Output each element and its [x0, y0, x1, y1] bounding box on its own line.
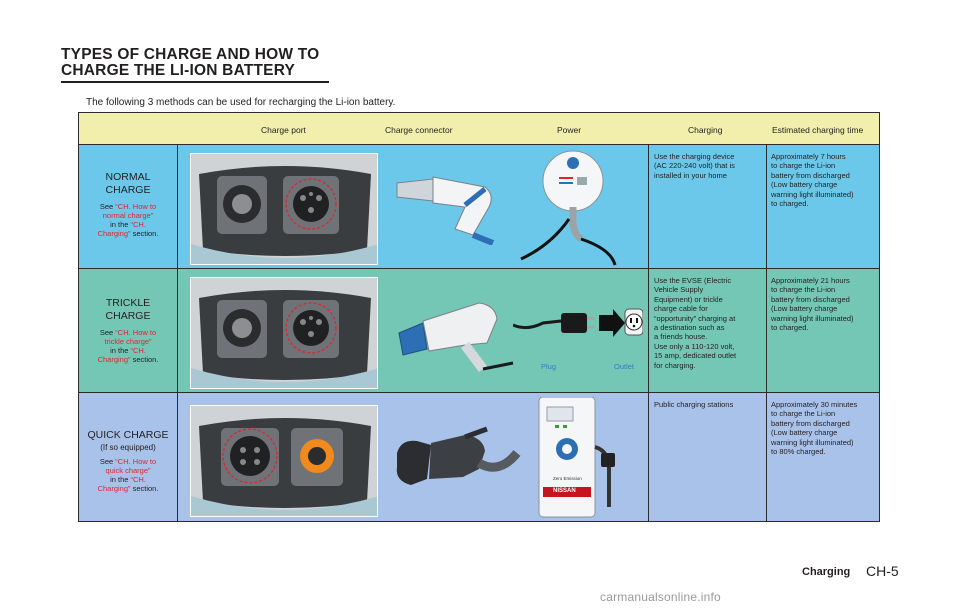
section-text: section.: [130, 484, 159, 493]
plug-outlet-trickle: [512, 291, 644, 362]
in-the-text: in the: [110, 220, 131, 229]
ref-link-how-to-line2[interactable]: normal charge”: [102, 211, 154, 220]
charge-name-line2: CHARGE: [105, 184, 151, 196]
charging-desc-trickle: Use the EVSE (Electric Vehicle Supply Eq…: [654, 276, 737, 370]
charge-name-line1: TRICKLE: [105, 297, 151, 309]
ref-link-section-line2[interactable]: Charging”: [97, 229, 131, 238]
estimated-time-normal: Approximately 7 hours to charge the Li-i…: [771, 152, 854, 209]
station-brand: NISSAN: [553, 488, 576, 494]
normal-charge-label: NORMAL CHARGE See “CH. How to normal cha…: [79, 171, 177, 238]
see-text: See: [99, 328, 116, 337]
table-row-quick: QUICK CHARGE (If so equipped) See “CH. H…: [79, 393, 879, 521]
header-charge-connector: Charge connector: [385, 125, 453, 135]
ref-link-section-line2[interactable]: Charging”: [97, 355, 131, 364]
charge-connector-trickle: [395, 293, 515, 378]
ref-link-section[interactable]: “CH.: [130, 346, 146, 355]
header-estimated-time: Estimated charging time: [772, 125, 864, 135]
charge-name-sub: (If so equipped): [100, 443, 156, 452]
station-tag: Zero Emission: [553, 476, 582, 481]
header-power: Power: [557, 125, 582, 135]
page-number: CH-5: [866, 563, 899, 579]
ref-link-how-to-line2[interactable]: quick charge”: [105, 466, 151, 475]
intro-text: The following 3 methods can be used for …: [86, 97, 396, 108]
section-text: section.: [130, 229, 159, 238]
table-row-trickle: TRICKLE CHARGE See “CH. How to trickle c…: [79, 269, 879, 393]
page-title: TYPES OF CHARGE AND HOW TO CHARGE THE LI…: [61, 46, 320, 79]
header-charging: Charging: [688, 125, 723, 135]
charge-port-photo-trickle: [190, 277, 378, 389]
quick-charge-station: [529, 396, 629, 526]
ref-link-how-to[interactable]: “CH. How to: [115, 457, 157, 466]
charge-name-line1: QUICK CHARGE: [87, 429, 169, 441]
in-the-text: in the: [110, 346, 131, 355]
outlet-label: Outlet: [614, 362, 635, 371]
section-text: section.: [130, 355, 159, 364]
charge-name-line1: NORMAL: [105, 171, 151, 183]
charge-types-table: Charge port Charge connector Power Charg…: [78, 112, 880, 522]
see-text: See: [99, 457, 116, 466]
in-the-text: in the: [110, 475, 131, 484]
charging-desc-normal: Use the charging device (AC 220-240 volt…: [654, 152, 735, 180]
charge-name-line2: CHARGE: [105, 310, 151, 322]
wall-charger-normal: [511, 149, 631, 272]
charge-connector-quick: [391, 423, 521, 508]
ref-link-section-line2[interactable]: Charging”: [97, 484, 131, 493]
table-header: Charge port Charge connector Power Charg…: [79, 113, 879, 145]
title-rule: [61, 81, 329, 83]
trickle-charge-label: TRICKLE CHARGE See “CH. How to trickle c…: [79, 297, 177, 364]
watermark: carmanualsonline.info: [600, 590, 721, 604]
charge-connector-normal: [393, 165, 513, 250]
footer-section-label: Charging: [802, 566, 851, 578]
see-text: See: [99, 202, 116, 211]
charge-port-photo-normal: [190, 153, 378, 265]
ref-link-section[interactable]: “CH.: [130, 475, 146, 484]
ref-link-how-to[interactable]: “CH. How to: [115, 328, 157, 337]
plug-label: Plug: [541, 362, 557, 371]
estimated-time-trickle: Approximately 21 hours to charge the Li-…: [771, 276, 854, 333]
charging-desc-quick: Public charging stations: [654, 400, 734, 409]
charge-port-photo-quick: [190, 405, 378, 517]
estimated-time-quick: Approximately 30 minutes to charge the L…: [771, 400, 858, 457]
ref-link-section[interactable]: “CH.: [130, 220, 146, 229]
header-charge-port: Charge port: [261, 125, 306, 135]
ref-link-how-to-line2[interactable]: trickle charge”: [104, 337, 152, 346]
table-row-normal: NORMAL CHARGE See “CH. How to normal cha…: [79, 145, 879, 269]
ref-link-how-to[interactable]: “CH. How to: [115, 202, 157, 211]
quick-charge-label: QUICK CHARGE (If so equipped) See “CH. H…: [79, 429, 177, 493]
